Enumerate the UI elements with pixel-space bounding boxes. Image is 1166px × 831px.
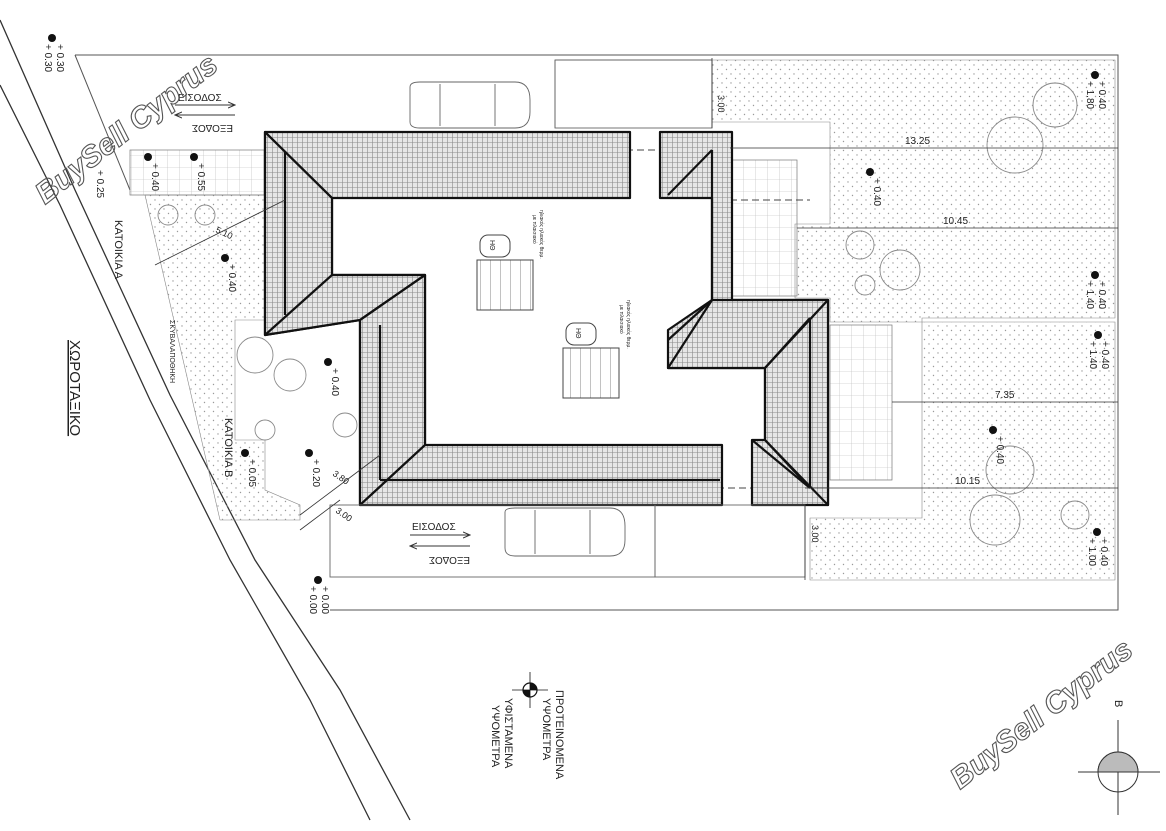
car-icon	[409, 81, 531, 129]
heater-label: ΗΘ	[574, 328, 581, 339]
level-value: + 1.80	[1084, 81, 1095, 110]
level-value: + 0.30	[54, 44, 65, 73]
landscape-areas	[144, 59, 1116, 581]
level-value: + 1.40	[1084, 281, 1095, 310]
level-value: + 0.40	[1096, 81, 1107, 110]
level-value: + 0.40	[994, 436, 1005, 465]
level-value: + 0.05	[246, 459, 257, 488]
paving-areas	[129, 149, 893, 481]
trees	[157, 82, 1090, 546]
dimension: 3.00	[716, 95, 726, 113]
dimension-lines	[154, 58, 1118, 580]
legend-symbol-icon	[512, 672, 548, 708]
level-value: + 0.25	[94, 170, 105, 199]
level-value: + 0.40	[1098, 538, 1109, 567]
level-value: + 0.00	[319, 586, 330, 615]
exit-label: ΕΞΟΔΟΣ	[192, 122, 233, 133]
dimension: 13.25	[905, 136, 930, 147]
level-value: + 0.40	[226, 264, 237, 293]
level-value: + 0.40	[329, 368, 340, 397]
level-markers	[48, 34, 1102, 584]
north-label: Β	[1112, 700, 1124, 707]
solar-note: ηλιακός ηλιακός θερμ.	[538, 210, 545, 259]
level-value: + 0.40	[1096, 281, 1107, 310]
level-value: + 0.30	[42, 44, 53, 73]
level-value: + 0.20	[310, 459, 321, 488]
car-icon	[504, 507, 626, 557]
roof	[263, 130, 830, 507]
trash-label: ΣΚΥΒΑΛΑΠΟΘΗΚΗ	[168, 320, 175, 383]
level-value: + 1.00	[1086, 538, 1097, 567]
legend-existing-2: ΥΨΟΜΕΤΡΑ	[489, 705, 501, 768]
dimension: 3.00	[334, 505, 354, 523]
legend-existing: ΥΦΙΣΤΑΜΕΝΑ	[502, 698, 514, 769]
level-value: + 0.40	[149, 163, 160, 192]
dimension: 7.35	[995, 390, 1015, 401]
level-value: + 0.55	[195, 163, 206, 192]
solar-note: με πλαισιακό	[531, 215, 538, 244]
solar-note: ηλιακός ηλιακός θερμ.	[625, 300, 632, 349]
legend-proposed: ΠΡΟΤΕΙΝΟΜΕΝΑ	[553, 690, 565, 780]
traffic-arrows	[175, 105, 470, 546]
legend-proposed-2: ΥΨΟΜΕΤΡΑ	[540, 698, 552, 761]
entrance-label: ΕΙΣΟΔΟΣ	[412, 522, 456, 533]
level-value: + 0.40	[1099, 341, 1110, 370]
level-value: + 0.40	[871, 178, 882, 207]
house-b-label: ΚΑΤΟΙΚΙΑ Β	[222, 418, 234, 478]
north-arrow-icon	[1078, 720, 1160, 815]
heater-label: ΗΘ	[488, 240, 495, 251]
solar-heaters	[476, 234, 620, 399]
dimension: 10.45	[943, 216, 968, 227]
house-a-label: ΚΑΤΟΙΚΙΑ Α	[112, 220, 124, 280]
road-label: ΧΩΡΟΤΑΞΙΚΟ	[66, 340, 83, 436]
dimension: 3.00	[810, 525, 820, 543]
level-value: + 1.40	[1087, 341, 1098, 370]
solar-note: με πλαισιακό	[618, 305, 625, 334]
level-value: + 0.00	[307, 586, 318, 615]
dimension: 10.15	[955, 476, 980, 487]
exit-label: ΕΞΟΔΟΣ	[429, 554, 470, 565]
entrance-label: ΕΙΣΟΔΟΣ	[178, 93, 222, 104]
